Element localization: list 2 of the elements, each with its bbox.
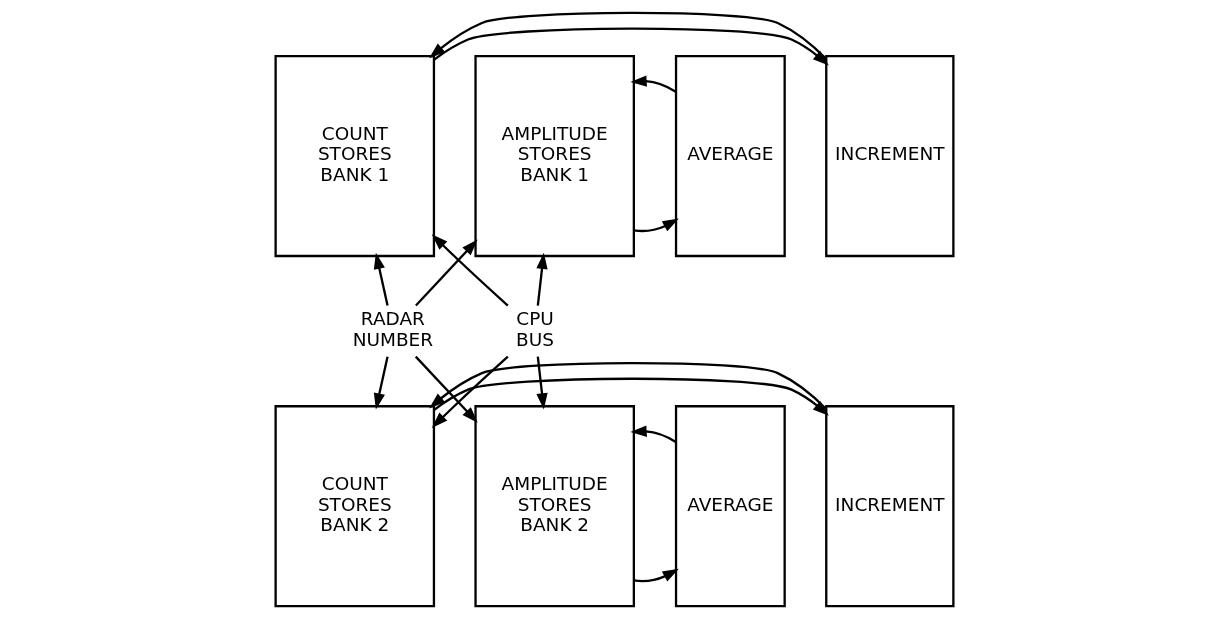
node-text: RADAR NUMBER — [352, 308, 433, 350]
node-text: CPU BUS — [515, 308, 554, 350]
